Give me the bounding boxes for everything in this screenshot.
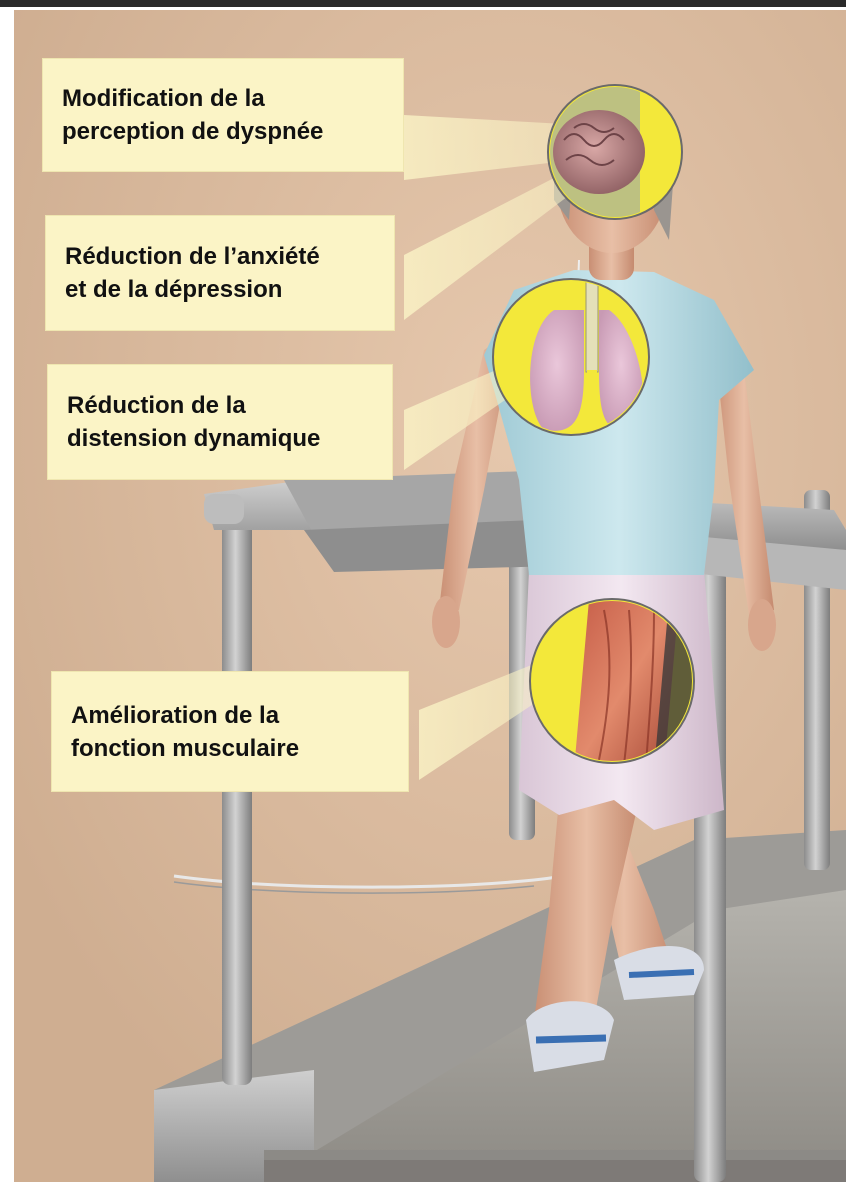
label-hyper-line2: distension dynamique	[67, 422, 393, 455]
brain-icon	[548, 85, 682, 219]
label-anxiety-depression: Réduction de l’anxiété et de la dépressi…	[45, 215, 395, 331]
label-hyper-line1: Réduction de la	[67, 389, 393, 422]
label-anxiety-line2: et de la dépression	[65, 273, 395, 306]
label-muscle-function: Amélioration de la fonction musculaire	[51, 671, 409, 792]
label-muscle-line1: Amélioration de la	[71, 699, 409, 732]
illustration-svg	[14, 10, 846, 1182]
label-muscle-line2: fonction musculaire	[71, 732, 409, 765]
label-dynamic-hyperinflation: Réduction de la distension dynamique	[47, 364, 393, 480]
top-rule	[0, 0, 846, 7]
label-anxiety-line1: Réduction de l’anxiété	[65, 240, 395, 273]
illustration	[14, 10, 846, 1182]
label-dyspnea-perception: Modification de la perception de dyspnée	[42, 58, 404, 172]
bottom-margin	[0, 1182, 846, 1193]
label-dyspnea-line1: Modification de la	[62, 82, 404, 115]
label-dyspnea-line2: perception de dyspnée	[62, 115, 404, 148]
